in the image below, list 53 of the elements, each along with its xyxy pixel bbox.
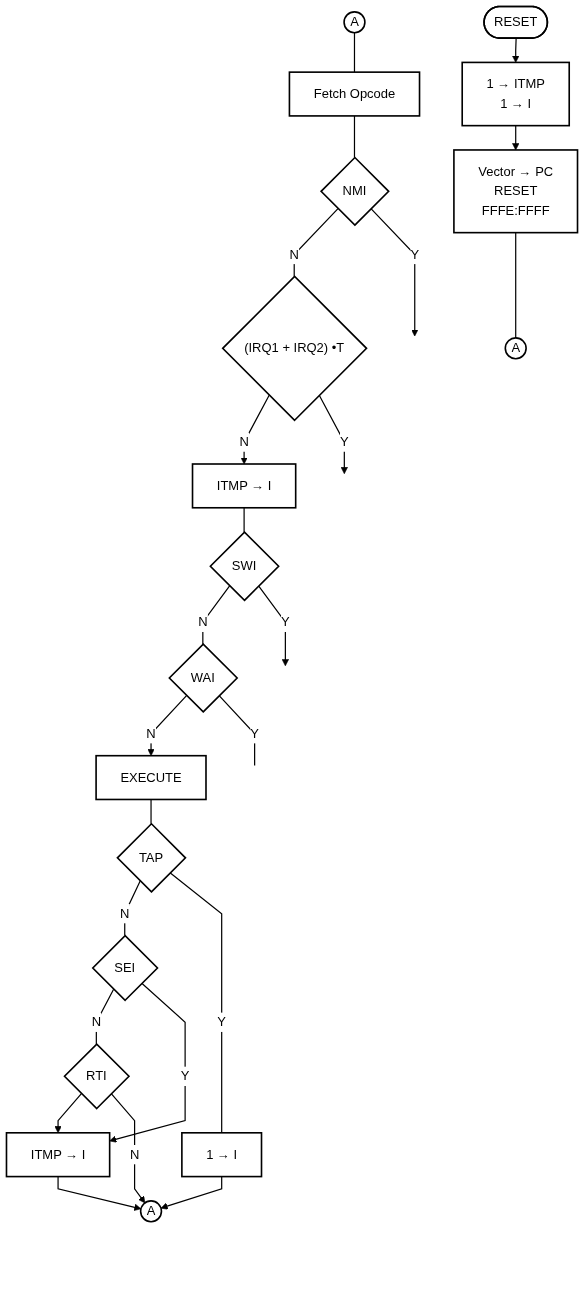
- connector: [353, 32, 356, 73]
- node-circle: A: [504, 337, 527, 360]
- arrow: [147, 695, 188, 756]
- node-diamond: WAI: [168, 643, 239, 714]
- arrow: [240, 394, 270, 465]
- connector: [95, 988, 115, 1045]
- arrow: [257, 585, 289, 667]
- edge-label: Y: [339, 434, 349, 449]
- node-box: EXECUTE: [95, 754, 207, 801]
- arrow: [160, 1176, 223, 1210]
- node-box: 1 → ITMP 1 → I: [461, 61, 571, 127]
- edge-label: N: [289, 247, 299, 262]
- edge-label: N: [91, 1014, 102, 1029]
- connector: [515, 232, 517, 339]
- edge-label: N: [129, 1147, 140, 1162]
- connector: [124, 880, 141, 937]
- node-box: ITMP → I: [191, 463, 297, 509]
- node-diamond: SEI: [91, 934, 159, 1002]
- edge-label: Y: [281, 614, 290, 629]
- edge-label: N: [239, 434, 249, 449]
- node-box: Vector → PC RESET FFFE:FFFF: [453, 149, 579, 234]
- edge-label: N: [146, 726, 156, 741]
- arrow: [512, 125, 520, 151]
- arrow: [109, 982, 186, 1143]
- edge-label: N: [120, 906, 130, 921]
- node-diamond: (IRQ1 + IRQ2) •T: [221, 275, 368, 422]
- arrow: [318, 394, 348, 475]
- node-circle: A: [343, 11, 366, 34]
- node-diamond: SWI: [209, 530, 280, 602]
- edge-label: Y: [217, 1014, 227, 1029]
- arrow: [370, 208, 419, 337]
- connector: [150, 798, 152, 825]
- edge-label: Y: [410, 247, 420, 262]
- arrow: [512, 37, 520, 63]
- node-diamond: RTI: [63, 1042, 131, 1110]
- connector: [169, 872, 223, 1134]
- connector: [243, 507, 245, 533]
- edge-label: Y: [250, 726, 259, 741]
- arrow: [110, 1092, 146, 1204]
- connector: [293, 208, 339, 278]
- connector: [202, 585, 231, 645]
- node-diamond: TAP: [116, 822, 187, 893]
- edge-label: N: [198, 614, 208, 629]
- node-diamond: NMI: [319, 156, 390, 227]
- edge-label: Y: [180, 1068, 190, 1083]
- node-box: Fetch Opcode: [288, 71, 421, 117]
- arrow: [57, 1176, 142, 1211]
- connector: [218, 695, 256, 767]
- arrow: [54, 1092, 83, 1134]
- connector: [353, 115, 356, 159]
- node-box: 1 → I: [181, 1132, 263, 1178]
- node-box: ITMP → I: [5, 1132, 111, 1178]
- node-circle: A: [139, 1200, 163, 1223]
